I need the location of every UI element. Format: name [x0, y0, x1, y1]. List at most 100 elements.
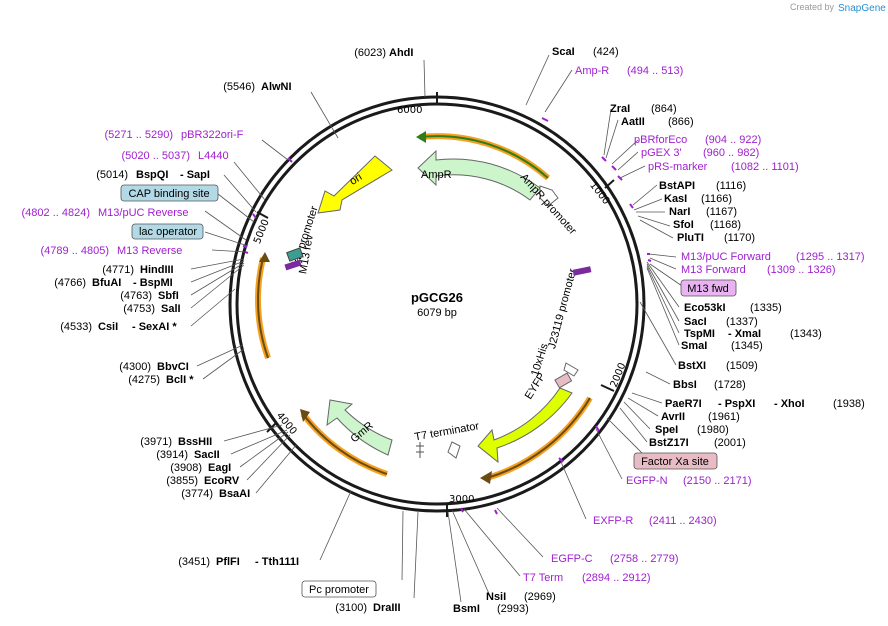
- draiii-label: DraIII: [373, 602, 401, 614]
- m13-fwd-tag: M13 fwd: [680, 279, 737, 297]
- m13-forward-pos: (1309 .. 1326): [767, 264, 836, 276]
- smai-pos: (1345): [731, 340, 763, 352]
- ampr-label: AmpR: [421, 169, 452, 181]
- bspmi-label: - BspMI: [133, 277, 173, 289]
- sbfi-pos: (4763): [120, 290, 152, 302]
- pflfi-pos: (3451): [178, 556, 210, 568]
- alwni-pos: (5546): [223, 81, 255, 93]
- eagi-pos: (3908): [170, 462, 202, 474]
- egfpn-label: EGFP-N: [626, 475, 668, 487]
- sacii-pos: (3914): [156, 449, 188, 461]
- orf-ampr-head: [416, 131, 426, 143]
- bfuai-pos: (4766): [54, 277, 86, 289]
- pbrforeco-label: pBRforEco: [634, 134, 687, 146]
- pspxi-label: - PspXI: [718, 398, 755, 410]
- j23119-promoter-arrow: [563, 362, 579, 377]
- egfpc-pos: (2758 .. 2779): [610, 553, 679, 565]
- m13-fwd-marker: [572, 266, 592, 276]
- m13-rev-marker: [284, 259, 302, 271]
- ampr-primer-pos: (494 .. 513): [627, 65, 683, 77]
- sapi-label: - SapI: [180, 169, 210, 181]
- bstxi-pos: (1509): [726, 360, 758, 372]
- ahdi-label: AhdI: [389, 47, 413, 59]
- ampr-arrow: [417, 149, 541, 201]
- ampr-promoter-label: AmpR promoter: [518, 171, 579, 237]
- aatii-pos: (866): [668, 116, 694, 128]
- bsaai-pos: (3774): [181, 488, 213, 500]
- tspmi-pos: (1343): [790, 328, 822, 340]
- nsii-label: NsiI: [486, 591, 506, 603]
- nsii-pos: (2969): [524, 591, 556, 603]
- ecorv-label: EcoRV: [204, 475, 240, 487]
- hindiii-pos: (4771): [102, 264, 134, 276]
- sacii-label: SacII: [194, 449, 220, 461]
- exfpr-pos: (2411 .. 2430): [649, 515, 717, 527]
- t7term-label: T7 Term: [523, 572, 563, 584]
- egfpn-pos: (2150 .. 2171): [683, 475, 752, 487]
- pc-promoter-label: Pc promoter: [309, 584, 369, 596]
- bbvci-label: BbvCI: [157, 361, 189, 373]
- plasmid-name: pGCG26: [411, 290, 463, 305]
- hindiii-label: HindIII: [140, 264, 174, 276]
- orf-eyfp-head: [480, 471, 492, 484]
- cap-binding-site-label: CAP binding site: [128, 188, 209, 200]
- t7-terminator-label: T7 terminator: [414, 420, 481, 443]
- alwni-label: AlwNI: [261, 81, 292, 93]
- ori-arrow: [317, 155, 393, 214]
- sbfi-label: SbfI: [158, 290, 179, 302]
- m13puc-fwd-pos: (1295 .. 1317): [796, 251, 865, 263]
- xhoi-label: - XhoI: [774, 398, 805, 410]
- orf-ampr-core: [419, 135, 549, 179]
- exfpr-label: EXFP-R: [593, 515, 633, 527]
- bstxi-label: BstXI: [678, 360, 706, 372]
- pgex3-label: pGEX 3': [641, 147, 682, 159]
- cap-binding-site-tag: CAP binding site: [120, 184, 219, 202]
- ampr-primer-label: Amp-R: [575, 65, 609, 77]
- bspqi-pos: (5014): [96, 169, 128, 181]
- eyfp-arrow: [477, 387, 573, 464]
- prs-marker-label: pRS-marker: [648, 161, 708, 173]
- leader-lines: [190, 54, 686, 603]
- smai-label: SmaI: [681, 340, 707, 352]
- factor-xa-label: Factor Xa site: [641, 456, 709, 468]
- scai-pos: (424): [593, 46, 619, 58]
- left-labels: (6023) AhdI (5546) AlwNI (5271 .. 5290) …: [22, 47, 414, 614]
- pflfi-label: PflFI: [216, 556, 240, 568]
- saci-pos: (1337): [726, 316, 758, 328]
- sfoi-pos: (1168): [710, 219, 741, 231]
- pluti-pos: (1170): [724, 232, 755, 244]
- spei-pos: (1980): [697, 424, 729, 436]
- gmr-arrow: [326, 399, 393, 456]
- primer-marks: [242, 117, 652, 515]
- aatii-label: AatII: [621, 116, 645, 128]
- t7-terminator-symbol: [416, 442, 424, 458]
- kasi-label: KasI: [664, 193, 687, 205]
- eco53ki-pos: (1335): [750, 302, 782, 314]
- bsmi-label: BsmI: [453, 603, 480, 615]
- right-labels: ScaI (424) Amp-R (494 .. 513) ZraI (864)…: [453, 46, 865, 615]
- sfoi-label: SfoI: [673, 219, 694, 231]
- orf-left-core: [256, 257, 269, 359]
- csii-pos: (4533): [60, 321, 92, 333]
- paer7i-pos: (1938): [833, 398, 865, 410]
- orf-gmr-core: [302, 413, 388, 475]
- bsmi-pos: (2993): [497, 603, 529, 615]
- m13puc-fwd-label: M13/pUC Forward: [681, 251, 771, 263]
- prs-marker-pos: (1082 .. 1101): [731, 161, 799, 173]
- l4440-label: L4440: [198, 150, 229, 162]
- pgex3-pos: (960 .. 982): [703, 147, 759, 159]
- nari-pos: (1167): [706, 206, 737, 218]
- eco53ki-label: Eco53kI: [684, 302, 726, 314]
- orf-left-head: [259, 252, 270, 262]
- m13-reverse-pos: (4789 .. 4805): [41, 245, 110, 257]
- eagi-label: EagI: [208, 462, 231, 474]
- xmai-label: - XmaI: [728, 328, 761, 340]
- m13puc-rev-pos: (4802 .. 4824): [22, 207, 91, 219]
- avrii-label: AvrII: [661, 411, 685, 423]
- pbrforeco-pos: (904 .. 922): [705, 134, 761, 146]
- plasmid-size: 6079 bp: [417, 307, 457, 319]
- csii-label: CsiI: [98, 321, 118, 333]
- egfpc-label: EGFP-C: [551, 553, 593, 565]
- zrai-label: ZraI: [610, 103, 630, 115]
